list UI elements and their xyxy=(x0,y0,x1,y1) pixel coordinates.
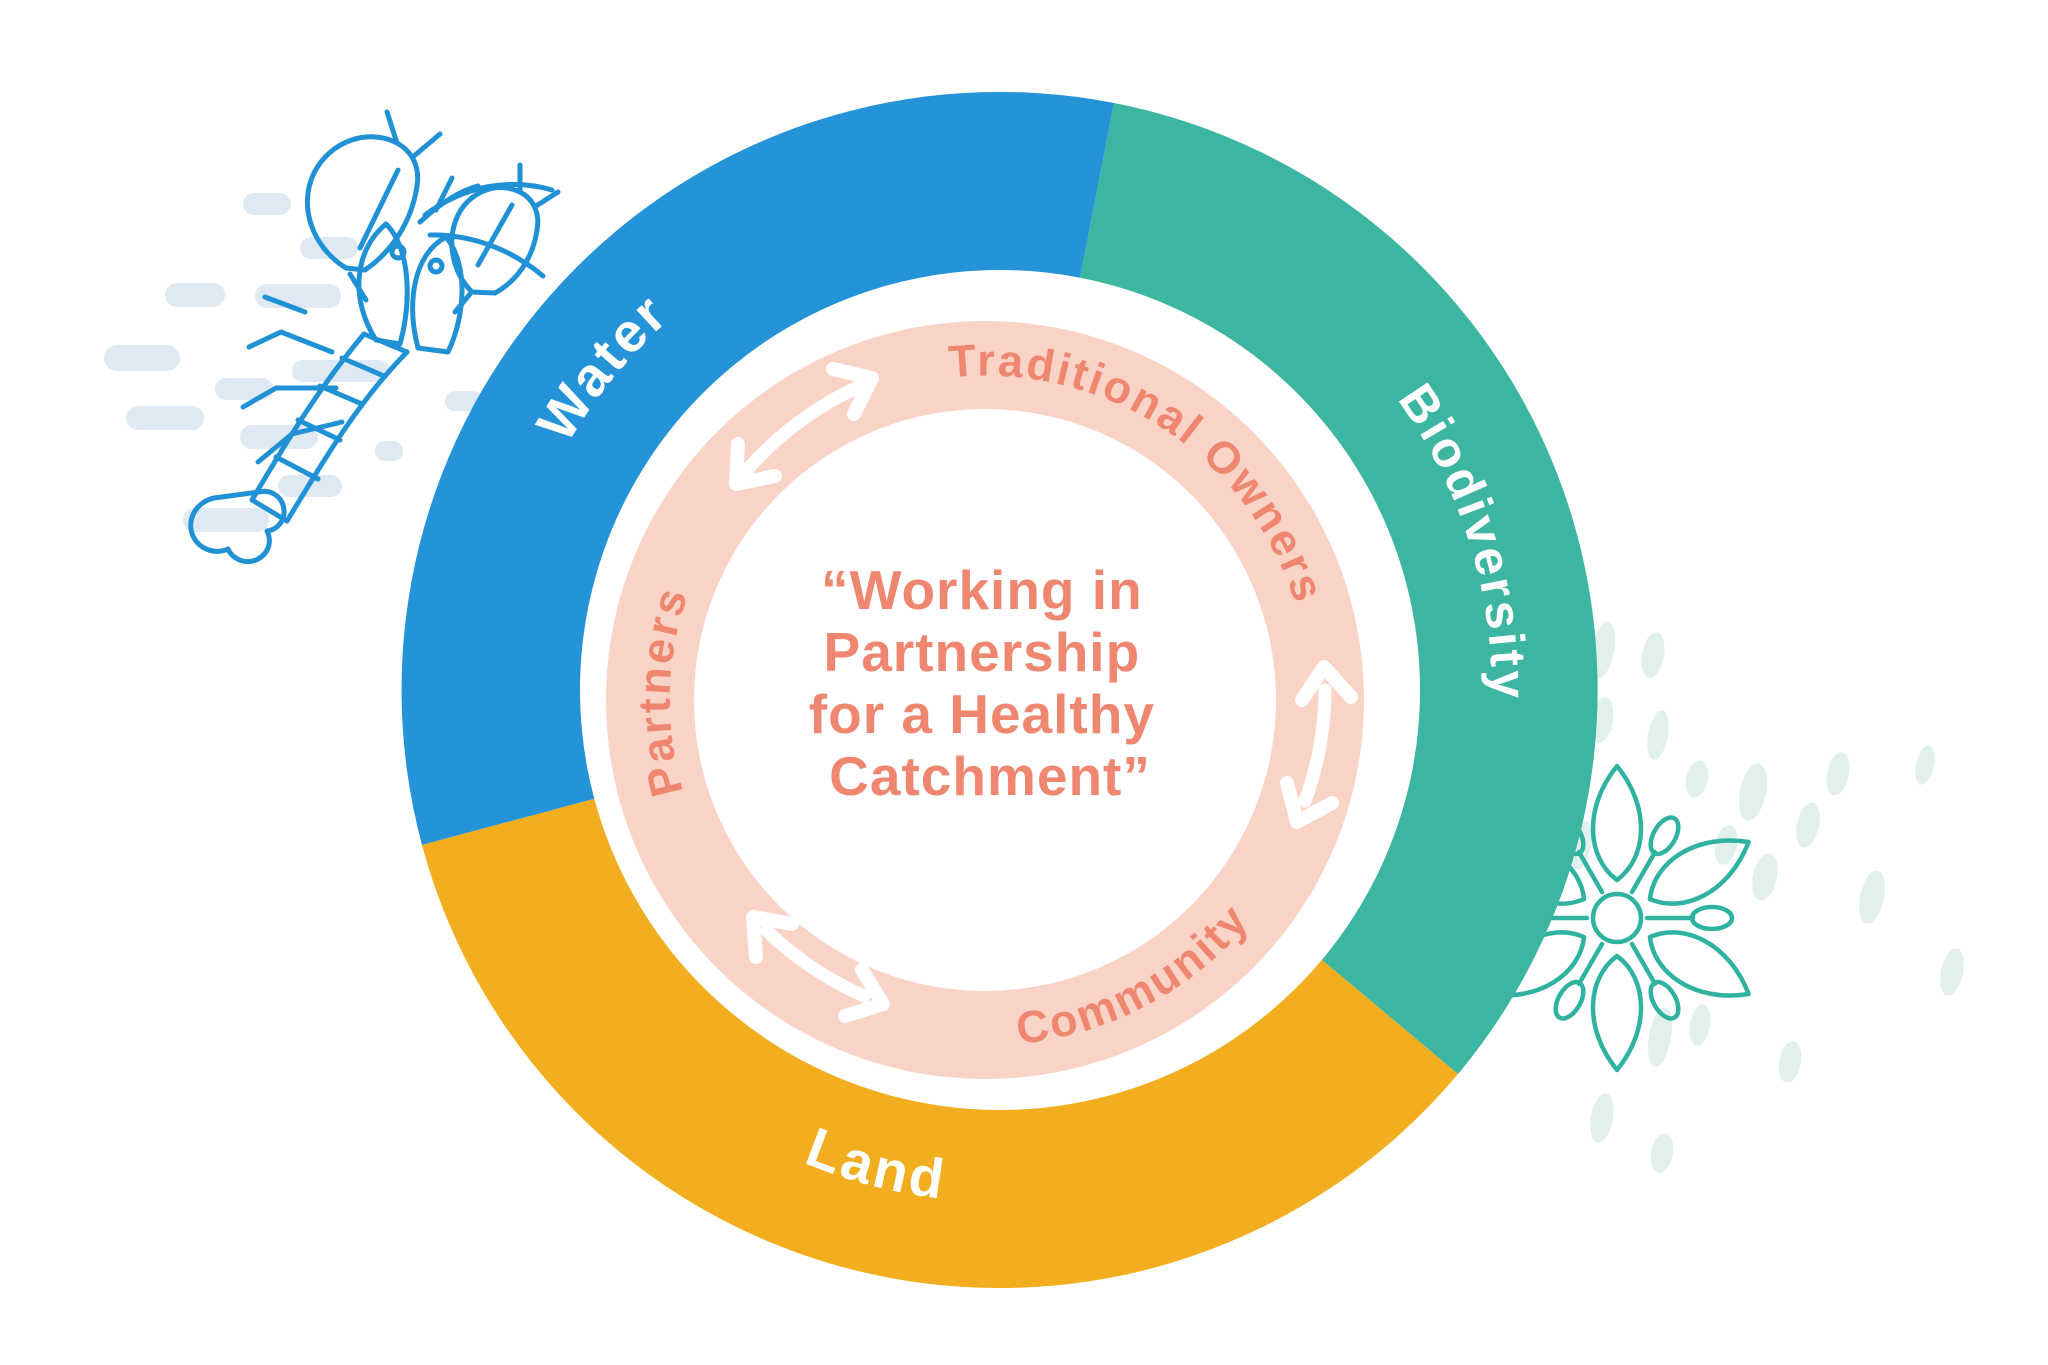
flower-center xyxy=(1590,891,1644,945)
flower-petals xyxy=(1483,763,1751,1073)
exchange-arrows xyxy=(729,362,1358,1023)
crayfish-illustration xyxy=(188,109,561,565)
centre-quote: “Working in Partnership for a Healthy Ca… xyxy=(809,559,1171,807)
flower-dots-decoration xyxy=(1539,621,1964,1173)
arrow-traditional-owners-community xyxy=(1280,660,1358,829)
arrow-community-partners xyxy=(746,910,890,1023)
crayfish-eye xyxy=(427,257,445,275)
arrow-partners-traditional-owners xyxy=(729,362,879,491)
arrowhead-icon xyxy=(1295,660,1358,707)
water-dashes-decoration xyxy=(104,193,483,532)
arrowhead-icon xyxy=(1280,776,1339,829)
crayfish-eye xyxy=(389,243,407,261)
arrowhead-icon xyxy=(746,910,799,964)
crayfish-tail-fan xyxy=(188,488,287,565)
centre-circle xyxy=(694,409,1276,991)
arrowhead-icon xyxy=(838,963,890,1023)
arrowhead-icon xyxy=(729,437,782,491)
arrowhead-icon xyxy=(826,362,879,421)
